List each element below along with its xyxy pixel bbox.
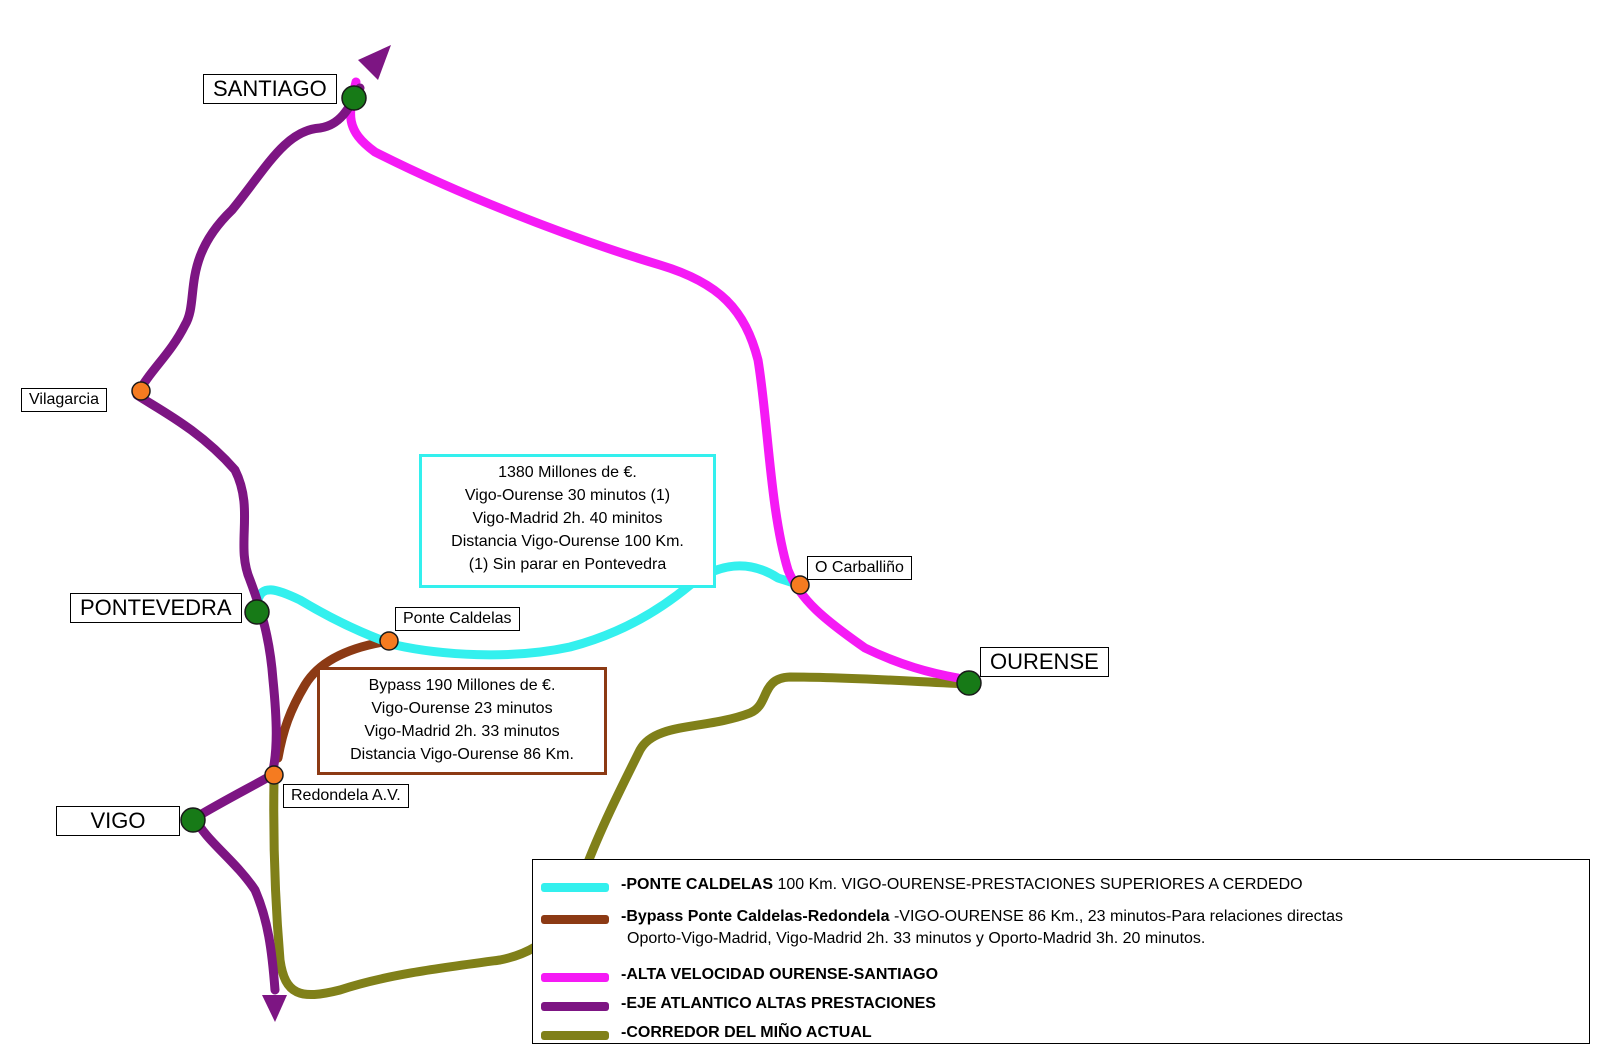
- route-alta-velocidad: [346, 77, 963, 683]
- station-vigo: [180, 807, 206, 833]
- legend-swatch: [541, 973, 609, 982]
- info-line: (1) Sin parar en Pontevedra: [468, 556, 667, 573]
- route-bypass: [273, 636, 394, 763]
- station-ponte-caldelas: [379, 631, 399, 651]
- info-line: Vigo-Ourense 30 minutos (1): [464, 487, 671, 504]
- station-vilagarcia: [131, 381, 151, 401]
- legend-text: -CORREDOR DEL MIÑO ACTUAL: [621, 1024, 872, 1041]
- station-ourense: [956, 670, 982, 696]
- label-ourense: OURENSE: [980, 647, 1109, 677]
- label-pontevedra: PONTEVEDRA: [70, 593, 242, 623]
- label-vigo: VIGO: [56, 806, 180, 836]
- legend-swatch: [541, 883, 609, 892]
- arrow-north-icon: [358, 45, 391, 80]
- label-santiago: SANTIAGO: [203, 74, 337, 104]
- station-redondela: [264, 765, 284, 785]
- info-box-bypass: Bypass 190 Millones de €. Vigo-Ourense 2…: [317, 667, 607, 775]
- label-vilagarcia: Vilagarcia: [21, 388, 107, 412]
- legend: -PONTE CALDELAS 100 Km. VIGO-OURENSE-PRE…: [532, 859, 1590, 1044]
- station-pontevedra: [244, 599, 270, 625]
- route-eje-atlantico: [132, 83, 365, 995]
- legend-swatch: [541, 1031, 609, 1040]
- info-line: Bypass 190 Millones de €.: [368, 677, 556, 694]
- legend-text: -EJE ATLANTICO ALTAS PRESTACIONES: [621, 995, 936, 1012]
- info-line: 1380 Millones de €.: [498, 464, 637, 481]
- info-line: Distancia Vigo-Ourense 100 Km.: [451, 533, 684, 550]
- info-line: Vigo-Madrid 2h. 33 minutos: [364, 723, 560, 740]
- legend-text: -PONTE CALDELAS 100 Km. VIGO-OURENSE-PRE…: [621, 876, 1303, 893]
- station-santiago: [341, 85, 367, 111]
- info-line: Vigo-Madrid 2h. 40 minitos: [472, 510, 663, 527]
- station-o-carballino: [790, 575, 810, 595]
- legend-text: -ALTA VELOCIDAD OURENSE-SANTIAGO: [621, 966, 939, 983]
- legend-swatch: [541, 1002, 609, 1011]
- label-ponte-caldelas: Ponte Caldelas: [395, 607, 520, 631]
- arrow-south-icon: [262, 995, 287, 1022]
- legend-text: -Bypass Ponte Caldelas-Redondela -VIGO-O…: [621, 908, 1344, 947]
- label-redondela: Redondela A.V.: [283, 784, 409, 808]
- info-box-ponte-caldelas: 1380 Millones de €. Vigo-Ourense 30 minu…: [419, 454, 716, 588]
- info-line: Vigo-Ourense 23 minutos: [371, 700, 553, 717]
- info-line: Distancia Vigo-Ourense 86 Km.: [350, 746, 574, 763]
- label-o-carballino: O Carballiño: [807, 556, 912, 580]
- legend-swatch: [541, 915, 609, 924]
